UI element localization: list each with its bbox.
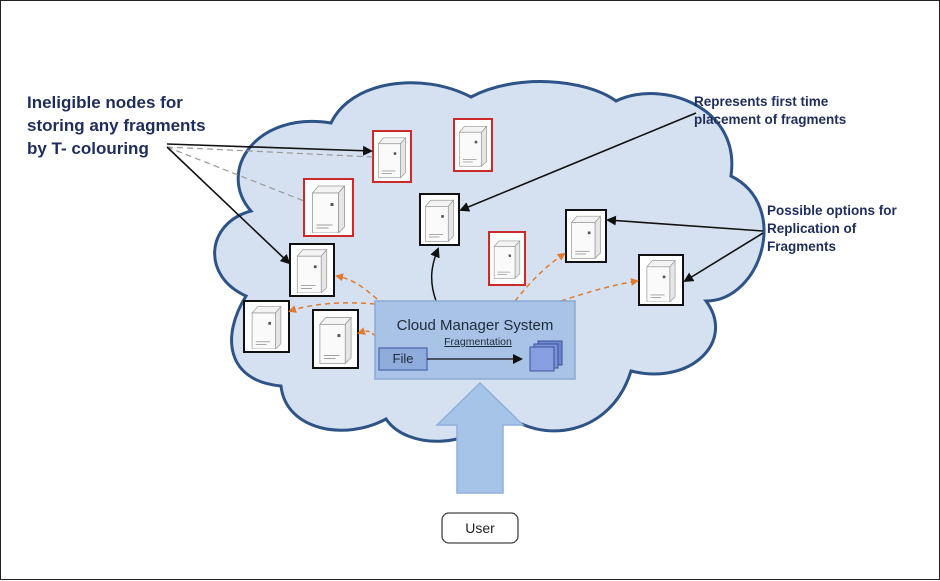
replication-arrow-1: [606, 215, 764, 232]
fragments-icon: [529, 340, 563, 372]
ineligible-node-4: [488, 231, 526, 286]
replication-node-2: [638, 254, 684, 306]
fragmentation-label: Fragmentation: [444, 336, 512, 348]
orange-link-1: [335, 273, 378, 300]
ineligible-node-2: [453, 118, 493, 172]
node-left-middle: [312, 309, 359, 369]
file-label: File: [392, 351, 414, 366]
ineligible-nodes-label: Ineligible nodes for storing any fragmen…: [27, 93, 206, 158]
orange-link-2: [288, 302, 376, 313]
placement-link: [430, 247, 440, 302]
orange-link-3: [357, 327, 376, 337]
node-left-upper: [289, 243, 335, 297]
cloud-manager-title: Cloud Manager System: [396, 317, 554, 334]
dashed-link-2: [166, 146, 305, 202]
ineligible-node-3: [303, 178, 354, 237]
user-upload-arrow: [435, 381, 525, 494]
ineligible-node-1: [372, 130, 412, 183]
first-placement-node: [419, 193, 460, 246]
replication-options-label: Possible options for Replication of Frag…: [767, 203, 897, 254]
user-label: User: [465, 520, 495, 536]
node-left-lower: [243, 300, 290, 353]
replication-arrow-2: [683, 232, 764, 283]
first-placement-label: Represents first time placement of fragm…: [694, 94, 847, 127]
user-box: [441, 512, 519, 544]
ineligible-arrow-2: [166, 146, 291, 265]
ineligible-arrow-1: [166, 143, 373, 156]
replication-node-1: [565, 209, 607, 263]
dashed-link-1: [166, 146, 374, 158]
first-placement-arrow: [459, 112, 697, 212]
